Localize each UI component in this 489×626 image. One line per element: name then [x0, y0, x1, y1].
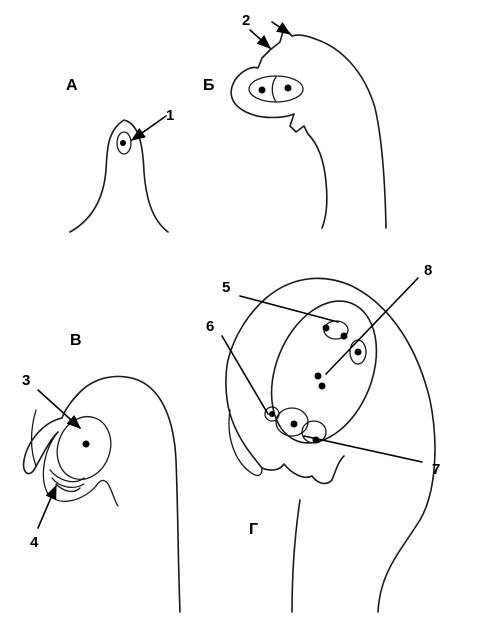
label-7: 7	[432, 461, 440, 478]
label-3: 3	[22, 372, 30, 389]
pointer-1	[130, 115, 167, 141]
stage-c-figure	[22, 375, 181, 613]
label-6: 6	[206, 318, 214, 335]
pointer-6	[221, 335, 269, 415]
pointer-2a	[271, 21, 292, 35]
pointer-3	[37, 389, 82, 429]
pointer-4	[37, 484, 57, 529]
label-8: 8	[424, 262, 432, 279]
stage-a-figure	[69, 119, 169, 233]
pointer-2b	[249, 29, 272, 49]
label-1: 1	[166, 107, 174, 124]
stage-d-figure	[225, 277, 436, 613]
stage-label-a: А	[66, 77, 78, 94]
stage-label-b: Б	[203, 77, 215, 94]
pointer-7	[303, 435, 423, 463]
label-4: 4	[30, 534, 39, 551]
pointer-5	[239, 295, 339, 323]
stage-label-d: Г	[249, 521, 258, 538]
stage-label-c: В	[70, 332, 82, 349]
pointer-8	[325, 277, 419, 375]
stage-b-figure	[230, 27, 387, 229]
label-pointers	[37, 21, 423, 529]
label-2: 2	[242, 12, 250, 29]
label-5: 5	[222, 279, 230, 296]
